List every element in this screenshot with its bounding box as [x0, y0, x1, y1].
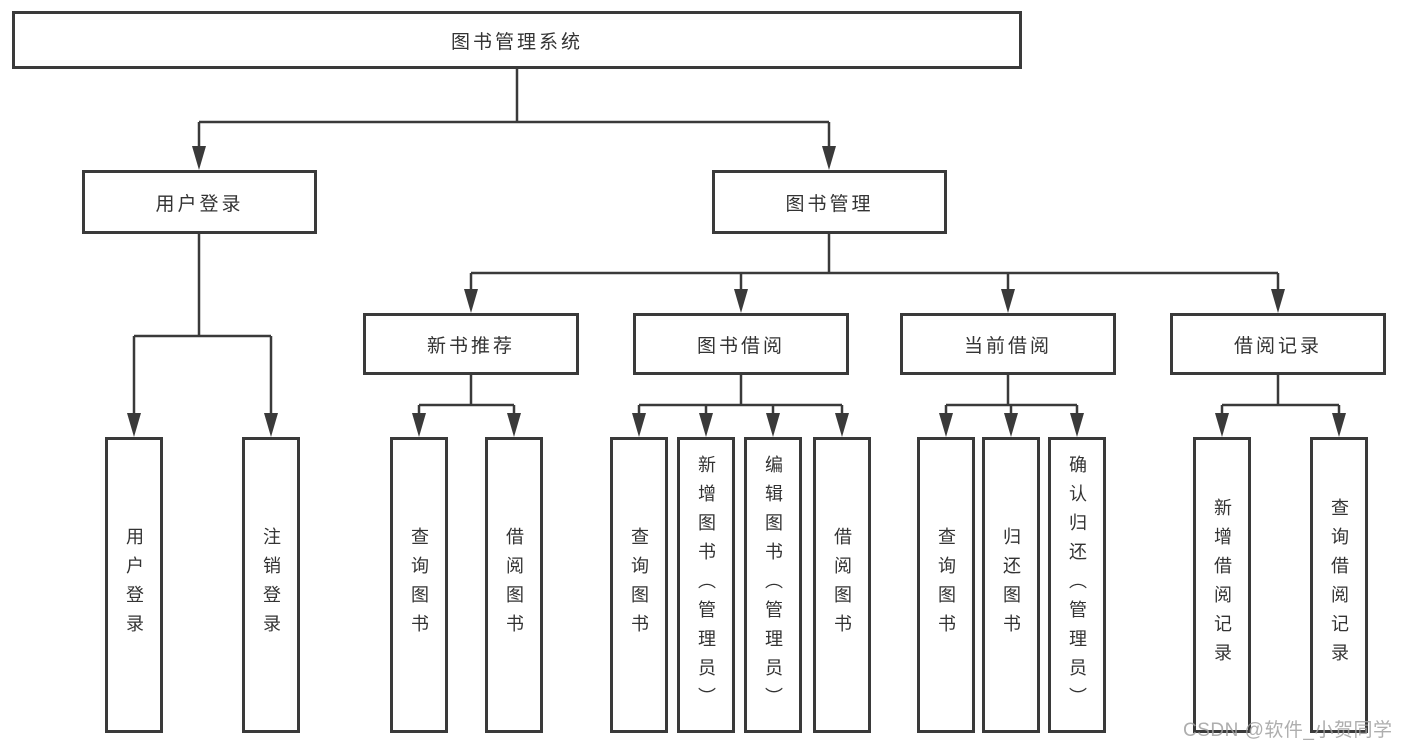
- leaf-query-books-3: 查询图书: [917, 437, 975, 733]
- leaf-query-books-2-label: 查询图书: [629, 527, 649, 643]
- node-book-borrow: 图书借阅: [633, 313, 849, 375]
- leaf-add-books-admin-label: 新增图书（管理员）: [696, 454, 716, 716]
- leaf-query-books-1-label: 查询图书: [409, 527, 429, 643]
- node-library-management-system: 图书管理系统: [12, 11, 1022, 69]
- leaf-confirm-return-admin: 确认归还（管理员）: [1048, 437, 1106, 733]
- leaf-return-books: 归还图书: [982, 437, 1040, 733]
- leaf-borrow-books-1-label: 借阅图书: [504, 527, 524, 643]
- leaf-add-books-admin: 新增图书（管理员）: [677, 437, 735, 733]
- leaf-user-login-label: 用户登录: [124, 527, 144, 643]
- leaf-confirm-return-admin-label: 确认归还（管理员）: [1067, 454, 1087, 716]
- leaf-borrow-books-1: 借阅图书: [485, 437, 543, 733]
- node-new-book-recommend: 新书推荐: [363, 313, 579, 375]
- node-user-login-label: 用户登录: [155, 193, 244, 215]
- node-current-borrow-label: 当前借阅: [963, 335, 1052, 357]
- leaf-query-books-2: 查询图书: [610, 437, 668, 733]
- leaf-query-books-1: 查询图书: [390, 437, 448, 733]
- leaf-query-borrow-record-label: 查询借阅记录: [1329, 498, 1349, 672]
- node-library-management-system-label: 图书管理系统: [450, 31, 583, 53]
- leaf-user-login: 用户登录: [105, 437, 163, 733]
- node-book-management-label: 图书管理: [785, 193, 874, 215]
- leaf-query-borrow-record: 查询借阅记录: [1310, 437, 1368, 733]
- csdn-watermark: CSDN @软件_小贺同学: [1183, 720, 1393, 741]
- leaf-add-borrow-record-label: 新增借阅记录: [1212, 498, 1232, 672]
- leaf-edit-books-admin: 编辑图书（管理员）: [744, 437, 802, 733]
- node-borrow-records: 借阅记录: [1170, 313, 1386, 375]
- node-new-book-recommend-label: 新书推荐: [426, 335, 515, 357]
- leaf-return-books-label: 归还图书: [1001, 527, 1021, 643]
- arrowheads: [127, 146, 1346, 437]
- node-user-login: 用户登录: [82, 170, 317, 234]
- leaf-add-borrow-record: 新增借阅记录: [1193, 437, 1251, 733]
- node-book-management: 图书管理: [712, 170, 947, 234]
- node-book-borrow-label: 图书借阅: [696, 335, 785, 357]
- leaf-logout: 注销登录: [242, 437, 300, 733]
- leaf-edit-books-admin-label: 编辑图书（管理员）: [763, 454, 783, 716]
- leaf-borrow-books-2-label: 借阅图书: [832, 527, 852, 643]
- leaf-logout-label: 注销登录: [261, 527, 281, 643]
- node-current-borrow: 当前借阅: [900, 313, 1116, 375]
- leaf-query-books-3-label: 查询图书: [936, 527, 956, 643]
- node-borrow-records-label: 借阅记录: [1233, 335, 1322, 357]
- leaf-borrow-books-2: 借阅图书: [813, 437, 871, 733]
